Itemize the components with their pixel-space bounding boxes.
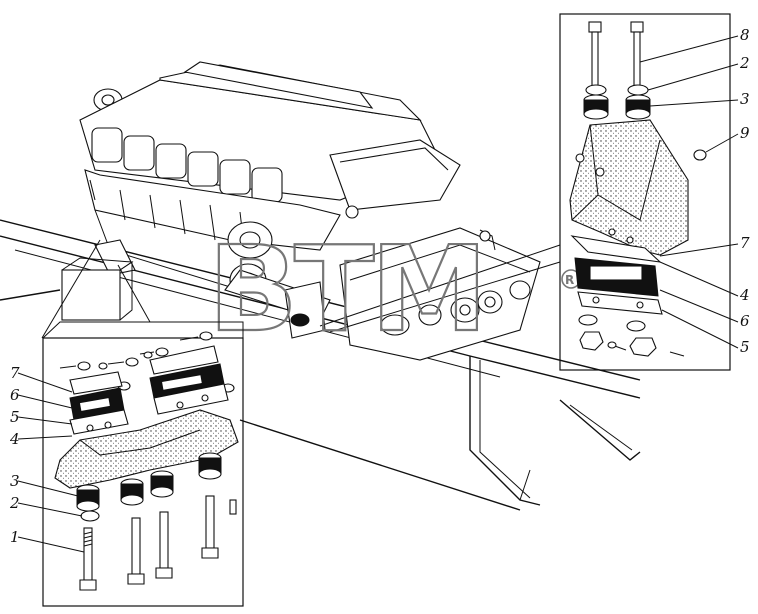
callout-r-3: 3 xyxy=(740,90,750,108)
right-callouts: 8 2 3 9 7 4 6 5 xyxy=(639,26,750,356)
callout-l-6: 6 xyxy=(10,386,20,404)
callout-r-6: 6 xyxy=(740,312,750,330)
callout-l-4: 4 xyxy=(9,430,20,448)
engine-block xyxy=(61,61,541,361)
callout-r-7: 7 xyxy=(740,234,750,252)
callout-r-5: 5 xyxy=(740,338,750,356)
right-mount-bracket xyxy=(569,119,689,256)
right-detail-panel xyxy=(559,13,731,371)
callout-r-9: 9 xyxy=(740,124,750,142)
leader-right-2 xyxy=(329,261,561,333)
callout-r-4: 4 xyxy=(739,286,750,304)
callout-l-1: 1 xyxy=(10,528,20,546)
leader-right xyxy=(319,244,561,327)
leader-left xyxy=(41,239,101,339)
callout-l-7: 7 xyxy=(10,364,20,382)
bolts xyxy=(79,495,237,591)
leader-left-2 xyxy=(117,264,151,323)
callout-l-5: 5 xyxy=(10,408,20,426)
cylinder-heads xyxy=(91,127,283,203)
svg-text:R: R xyxy=(565,273,574,287)
top-bolts xyxy=(588,21,644,87)
callout-l-3: 3 xyxy=(10,472,20,490)
left-callouts: 7 6 5 4 3 2 1 xyxy=(9,364,85,553)
watermark-logo: BTM R xyxy=(207,219,581,359)
callout-r-2: 2 xyxy=(739,54,750,72)
callout-l-2: 2 xyxy=(9,494,20,512)
callout-r-8: 8 xyxy=(740,26,750,44)
left-mount-bracket xyxy=(54,409,239,489)
left-detail-panel xyxy=(42,321,244,607)
svg-text:BTM: BTM xyxy=(208,220,484,358)
